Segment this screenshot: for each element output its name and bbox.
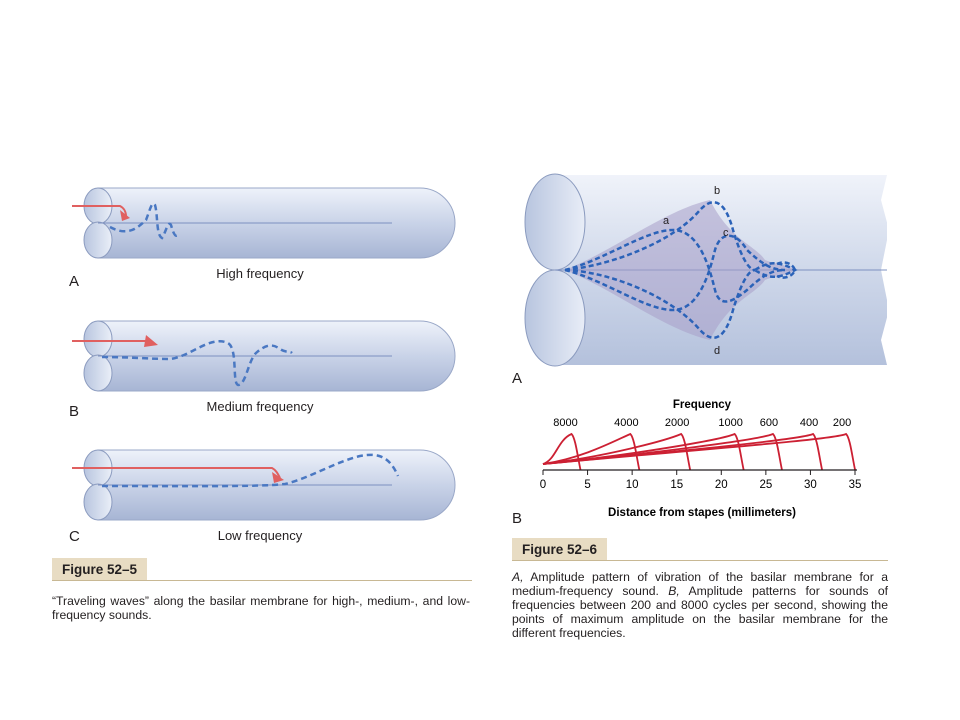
series-label-600: 600 bbox=[760, 417, 778, 429]
caption-a-letter: A, bbox=[512, 570, 524, 584]
x-tick-label: 0 bbox=[540, 479, 546, 491]
chart-title: Frequency bbox=[673, 399, 732, 411]
series-label-200: 200 bbox=[833, 417, 851, 429]
x-tick-label: 5 bbox=[584, 479, 590, 491]
curve-d bbox=[564, 268, 756, 339]
x-tick-label: 25 bbox=[759, 479, 772, 491]
x-tick-label: 10 bbox=[626, 479, 639, 491]
series-label-8000: 8000 bbox=[553, 417, 577, 429]
figure-52-5-tab: Figure 52–5 bbox=[52, 558, 148, 581]
figure-52-6b-chart: Frequency 8000 4000 2000 1000 600 400 200 0 5 10… bbox=[540, 399, 862, 519]
x-tick-label: 15 bbox=[670, 479, 683, 491]
panel-letter-b: B bbox=[69, 403, 80, 420]
label-c: c bbox=[723, 227, 729, 239]
series-label-2000: 2000 bbox=[665, 417, 689, 429]
figure-52-6-tab: Figure 52–6 bbox=[512, 538, 608, 561]
series-curve-4000 bbox=[542, 432, 641, 471]
wave-medium bbox=[101, 340, 293, 387]
label-b: b bbox=[714, 185, 720, 197]
figure-52-6-caption: A, Amplitude pattern of vibration of the… bbox=[512, 570, 888, 640]
tube-high-frequency bbox=[72, 187, 456, 259]
panel-letter-6a: A bbox=[512, 370, 523, 387]
label-high-frequency: High frequency bbox=[216, 266, 304, 281]
series-curve-1000 bbox=[542, 432, 745, 471]
series-label-4000: 4000 bbox=[614, 417, 638, 429]
series-curve-200 bbox=[542, 432, 856, 471]
wave-high bbox=[109, 202, 179, 240]
x-axis-label: Distance from stapes (millimeters) bbox=[608, 507, 796, 519]
x-tick-label: 35 bbox=[849, 479, 862, 491]
tube-low-frequency bbox=[72, 449, 456, 521]
figure-52-5-illustration bbox=[72, 187, 456, 521]
x-tick-label: 30 bbox=[804, 479, 817, 491]
caption-b-letter: B, bbox=[668, 584, 680, 598]
arrow-low bbox=[72, 467, 281, 479]
series-curve-8000 bbox=[542, 432, 582, 471]
label-a: a bbox=[663, 215, 670, 227]
label-medium-frequency: Medium frequency bbox=[206, 399, 314, 414]
curve-a bbox=[564, 228, 786, 303]
panel-letter-6b: B bbox=[512, 510, 523, 527]
x-axis: 0 5 10 15 20 25 30 35 bbox=[540, 469, 862, 491]
wave-low bbox=[101, 453, 400, 488]
divider bbox=[52, 580, 472, 581]
label-d: d bbox=[714, 345, 720, 357]
series-curve-2000 bbox=[542, 432, 692, 471]
caption-part-2: Amplitude patterns for sounds of frequen… bbox=[512, 584, 888, 640]
figure-52-5-caption: “Traveling waves” along the basilar memb… bbox=[52, 594, 470, 622]
label-low-frequency: Low frequency bbox=[217, 528, 303, 543]
x-tick-label: 20 bbox=[715, 479, 728, 491]
series-label-1000: 1000 bbox=[718, 417, 742, 429]
tube-medium-frequency bbox=[72, 320, 456, 392]
figure-52-6a-illustration: a b c d bbox=[524, 173, 889, 367]
series-group: 8000 4000 2000 1000 600 400 200 bbox=[542, 417, 856, 471]
series-label-400: 400 bbox=[800, 417, 818, 429]
panel-letter-c: C bbox=[69, 528, 80, 545]
panel-letter-a: A bbox=[69, 273, 80, 290]
curve-c bbox=[564, 234, 786, 312]
curve-b bbox=[564, 201, 756, 272]
divider bbox=[512, 560, 888, 561]
caption-part-1: Amplitude pattern of vibration of the ba… bbox=[512, 570, 888, 598]
